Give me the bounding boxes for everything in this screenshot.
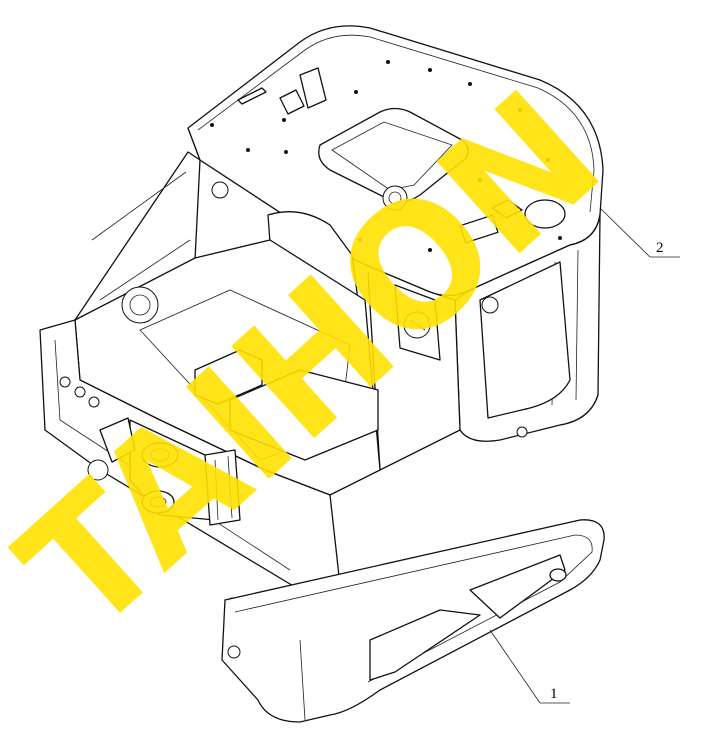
front-bumper-part-1 [221, 519, 605, 723]
callout-label-1: 1 [550, 686, 558, 702]
fastener-dots [210, 60, 562, 276]
callout-1: 1 [489, 629, 570, 704]
callout-2: 2 [599, 207, 680, 258]
frame-tub [39, 151, 381, 607]
chassis-cover-part-2 [187, 25, 604, 471]
callout-label-2: 2 [656, 240, 664, 256]
